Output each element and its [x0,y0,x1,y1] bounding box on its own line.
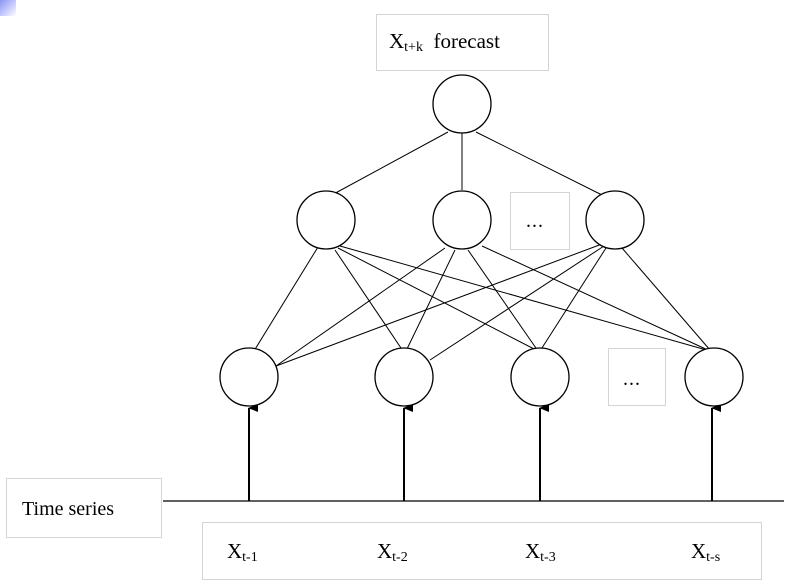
connection [621,247,711,351]
forecast-label-box: Xt+k forecast [376,14,549,71]
forecast-variable: X [389,29,405,53]
input-node-2 [374,347,434,407]
hidden-node-3 [585,190,645,250]
input-subscript: t-1 [242,550,258,565]
time-series-label-box: Time series [6,478,162,538]
connection [329,131,449,197]
input-node-1 [219,347,279,407]
input-node-3 [510,347,570,407]
forecast-subscript: t+k [404,40,423,55]
connection [467,249,539,352]
connection [429,245,605,361]
output-node [432,74,492,134]
input-ellipsis: ... [623,368,641,390]
connection [339,245,711,352]
output-hidden-connections [329,131,605,197]
time-series-label: Time series [22,498,115,520]
input-variable: X [525,539,541,563]
hidden-ellipsis-box: ... [510,192,570,250]
input-node-4 [684,347,744,407]
input-subscript: t-s [706,550,721,565]
input-arrows [248,404,721,501]
corner-logo-mark [0,0,16,16]
forecast-label: Xt+k forecast [389,31,500,55]
input-subscript: t-3 [540,550,556,565]
hidden-node-1 [296,190,356,250]
input-variable: X [691,539,707,563]
connection [539,247,607,352]
input-variable: X [377,539,393,563]
input-label-2: Xt-2 [377,541,408,565]
hidden-node-2 [432,190,492,250]
connection [275,243,603,367]
nodes [219,74,744,407]
hidden-ellipsis: ... [526,210,544,232]
connection [481,245,711,352]
input-label-4: Xt-s [691,541,720,565]
connection [337,247,539,352]
input-subscript: t-2 [392,550,408,565]
input-label-3: Xt-3 [525,541,556,565]
connection [475,131,605,197]
connection [405,249,456,352]
hidden-input-connections [253,243,711,367]
input-labels-box: Xt-1 Xt-2 Xt-3 Xt-s [202,522,762,580]
input-label-1: Xt-1 [227,541,258,565]
input-variable: X [227,539,243,563]
input-ellipsis-box: ... [608,348,666,406]
connection [253,246,319,352]
forecast-text: forecast [433,29,500,53]
connection [275,247,446,367]
